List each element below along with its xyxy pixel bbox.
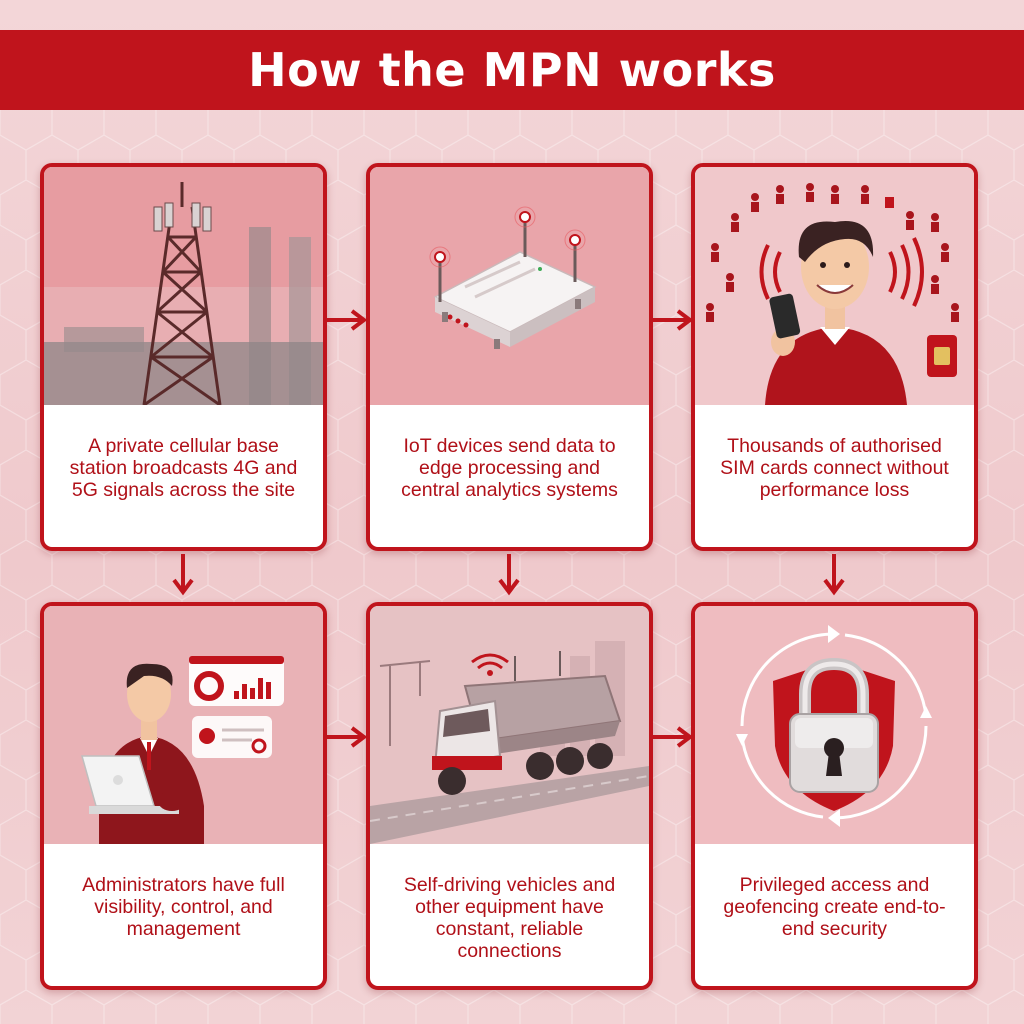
security-illustration: [695, 606, 974, 844]
page-title: How the MPN works: [248, 43, 776, 97]
step-caption: Thousands of authorised SIM cards connec…: [720, 435, 949, 501]
cell-tower-icon: [44, 167, 323, 405]
step-card-vehicles: Self-driving vehicles and other equipmen…: [366, 602, 653, 990]
arrow-down-icon: [823, 554, 845, 596]
step-caption: IoT devices send data to edge processing…: [401, 435, 618, 501]
arrow-right-icon: [326, 726, 368, 748]
step-card-base-station: A private cellular base station broadcas…: [40, 163, 327, 551]
step-card-sim-cards: Thousands of authorised SIM cards connec…: [691, 163, 978, 551]
autonomous-truck-icon: [370, 606, 649, 844]
admin-at-laptop-icon: [44, 606, 323, 844]
iot-devices-illustration: [370, 167, 649, 405]
step-caption: Privileged access and geofencing create …: [723, 874, 946, 940]
arrow-right-icon: [326, 309, 368, 331]
sim-cards-illustration: [695, 167, 974, 405]
arrow-down-icon: [498, 554, 520, 596]
title-banner: How the MPN works: [0, 30, 1024, 110]
step-card-administrators: Administrators have full visibility, con…: [40, 602, 327, 990]
step-card-iot-devices: IoT devices send data to edge processing…: [366, 163, 653, 551]
arrow-right-icon: [652, 726, 694, 748]
arrow-right-icon: [652, 309, 694, 331]
router-icon: [370, 167, 649, 405]
step-caption: A private cellular base station broadcas…: [69, 435, 298, 501]
person-with-phone-icon: [695, 167, 974, 405]
vehicles-illustration: [370, 606, 649, 844]
step-caption: Administrators have full visibility, con…: [82, 874, 285, 940]
step-card-security: Privileged access and geofencing create …: [691, 602, 978, 990]
padlock-shield-icon: [695, 606, 974, 844]
step-caption: Self-driving vehicles and other equipmen…: [403, 874, 616, 962]
administrators-illustration: [44, 606, 323, 844]
base-station-illustration: [44, 167, 323, 405]
arrow-down-icon: [172, 554, 194, 596]
